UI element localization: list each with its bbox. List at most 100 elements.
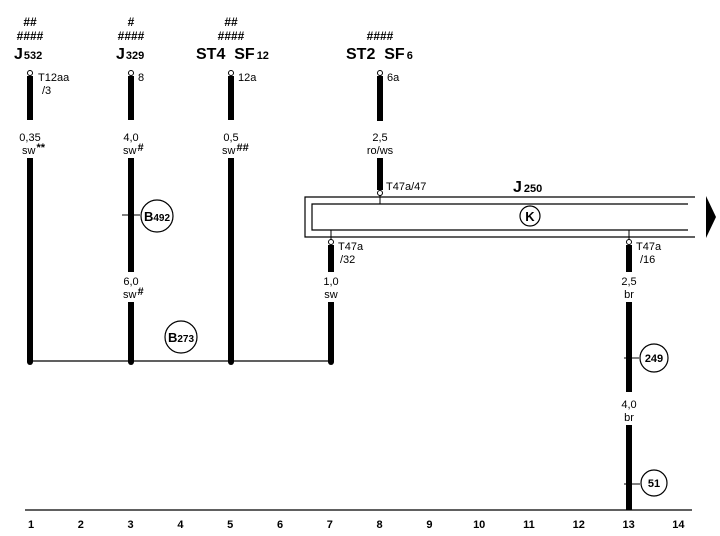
header-st2-number: 6 [407, 50, 413, 62]
component-j250-letter: J [513, 179, 522, 196]
wire-segment [328, 245, 334, 272]
header-j532-letter: J [14, 46, 23, 63]
pin-connector [377, 190, 383, 196]
column-number-label: 3 [128, 519, 134, 531]
header-st2-letters: ST2 SF [346, 46, 405, 63]
wire-size-label: 0,5 [223, 132, 238, 144]
control-unit-symbol: K [525, 209, 535, 224]
pin-label: /16 [640, 254, 655, 266]
junction-dot [128, 359, 134, 365]
component-outer-box [304, 196, 695, 238]
wire-size-label: 4,0 [123, 132, 138, 144]
ref-circle [140, 199, 174, 233]
pin-label: T47a [338, 241, 364, 253]
ref-249-label: 249 [645, 353, 663, 365]
wire-segment [377, 76, 383, 121]
column-number-label: 11 [523, 519, 535, 531]
wire-color-label: sw** [22, 142, 46, 157]
pin-label: 12a [238, 72, 257, 84]
wire-segment [328, 302, 334, 362]
pin-label: /3 [42, 85, 51, 97]
pin-label: /32 [340, 254, 355, 266]
junction-dot [228, 359, 234, 365]
wire-column-5: 12a 0,5 sw## [222, 70, 257, 365]
wire-color-label: br [624, 412, 634, 424]
header-st4-letters: ST4 SF [196, 46, 255, 63]
wire-segment [128, 302, 134, 362]
header-j329-hash-top: # [128, 15, 135, 29]
column-number-label: 2 [78, 519, 84, 531]
wire-column-7: T47a /32 1,0 sw [323, 230, 364, 365]
wire-segment [228, 76, 234, 120]
wire-segment [626, 245, 632, 272]
ref-51: 51 [632, 469, 668, 497]
junction-dot [27, 359, 33, 365]
pin-connector [626, 239, 632, 245]
wire-segment [128, 76, 134, 120]
wire-color-label: sw## [222, 142, 249, 157]
column-number-label: 5 [227, 519, 233, 531]
column-number-label: 8 [377, 519, 383, 531]
wire-size-label: 6,0 [123, 276, 138, 288]
ref-b492-label: B492 [144, 209, 171, 224]
control-unit-circle [519, 205, 541, 227]
ref-b273: B273 [164, 320, 198, 354]
wire-color-label: sw# [123, 286, 144, 301]
pin-label: T12aa [38, 72, 70, 84]
column-number-label: 9 [426, 519, 432, 531]
pin-label: 6a [387, 72, 400, 84]
wire-column-13: T47a /16 2,5 br 4,0 br [621, 230, 662, 510]
column-number-label: 4 [177, 519, 184, 531]
header-j532-hash-bottom: #### [17, 29, 44, 43]
header-j329-hash-bottom: #### [118, 29, 145, 43]
pin-connector [27, 70, 33, 76]
header-st4-hash-top: ## [224, 15, 238, 29]
header-j532-number: 532 [24, 50, 42, 62]
header-j329-letter: J [116, 46, 125, 63]
wire-size-label: 0,35 [19, 132, 40, 144]
ref-51-label: 51 [648, 478, 660, 490]
wire-color-label: ro/ws [367, 145, 394, 157]
header-j532-hash-top: ## [23, 15, 37, 29]
header-j329-name: J329 [116, 46, 144, 63]
header-j532: ## #### J532 [14, 15, 44, 63]
wire-size-label: 1,0 [323, 276, 338, 288]
pin-label: 8 [138, 72, 144, 84]
wire-segment [626, 302, 632, 392]
wire-size-label: 2,5 [372, 132, 387, 144]
column-number-label: 13 [622, 519, 634, 531]
wire-column-1: T12aa /3 0,35 sw** [19, 70, 70, 365]
ref-b273-label: B273 [168, 330, 195, 345]
wire-column-8: 6a 2,5 ro/ws T47a/47 [367, 70, 426, 204]
junction-dot [328, 359, 334, 365]
header-j532-name: J532 [14, 46, 42, 63]
pin-connector [128, 70, 134, 76]
wire-segment [27, 76, 33, 120]
pin-label: T47a [636, 241, 662, 253]
ref-circle [639, 343, 669, 373]
component-j250-number: 250 [524, 183, 542, 195]
column-number-label: 12 [573, 519, 585, 531]
header-j329: # #### J329 [116, 15, 145, 63]
wire-size-label: 2,5 [621, 276, 636, 288]
pin-connector [377, 70, 383, 76]
header-st4-hash-bottom: #### [218, 29, 245, 43]
ref-b492: B492 [134, 199, 174, 233]
column-number-label: 14 [672, 519, 685, 531]
pin-connector [228, 70, 234, 76]
ref-circle [164, 320, 198, 354]
wire-segment [377, 158, 383, 190]
wire-segment [626, 425, 632, 510]
column-number-label: 1 [28, 519, 34, 531]
wire-color-label: br [624, 289, 634, 301]
column-number-label: 10 [473, 519, 485, 531]
header-j329-number: 329 [126, 50, 144, 62]
header-st4-number: 12 [257, 50, 269, 62]
